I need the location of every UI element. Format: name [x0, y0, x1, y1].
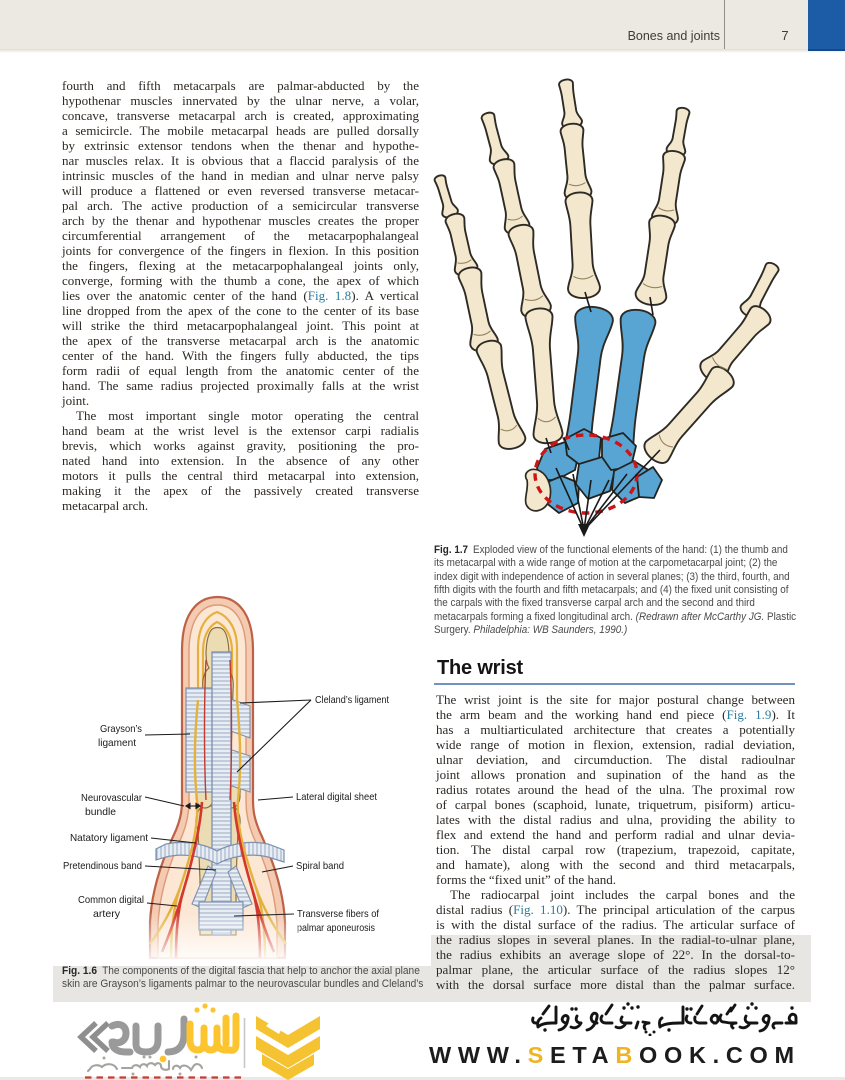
svg-text:Neurovascular: Neurovascular: [81, 793, 142, 804]
svg-text:ligament: ligament: [98, 738, 136, 749]
svg-text:Common digital: Common digital: [78, 895, 144, 906]
svg-text:bundle: bundle: [85, 807, 116, 818]
svg-text:artery: artery: [93, 909, 121, 920]
svg-text:Transverse fibers of: Transverse fibers of: [297, 909, 379, 920]
svg-text:Spiral band: Spiral band: [296, 861, 344, 872]
svg-text:Grayson’s: Grayson’s: [100, 724, 142, 735]
svg-text:Lateral digital sheet: Lateral digital sheet: [296, 792, 377, 803]
svg-text:Natatory ligament: Natatory ligament: [70, 833, 148, 844]
svg-text:palmar aponeurosis: palmar aponeurosis: [297, 923, 375, 934]
svg-text:Cleland’s ligament: Cleland’s ligament: [315, 695, 389, 706]
svg-text:Pretendinous band: Pretendinous band: [63, 861, 142, 872]
